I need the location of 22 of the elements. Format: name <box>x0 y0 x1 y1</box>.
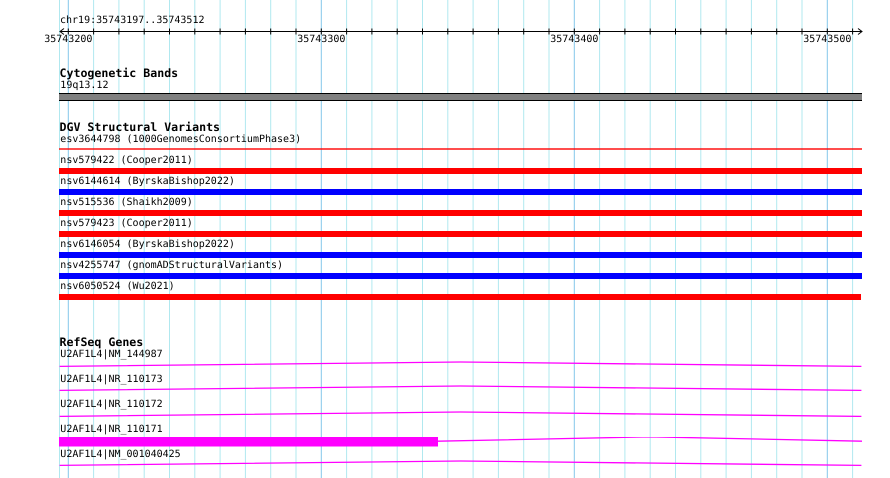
feature-label: nsv579423 (Cooper2011) <box>60 218 193 230</box>
track-title: Cytogenetic Bands <box>60 67 178 79</box>
feature-label: nsv6146054 (ByrskaBishop2022) <box>60 239 235 251</box>
feature-label: nsv579422 (Cooper2011) <box>60 155 193 168</box>
track-title: DGV Structural Variants <box>60 120 220 133</box>
feature-label: U2AF1L4|NR_110171 <box>60 424 163 436</box>
feature-label: nsv4255747 (gnomADStructuralVariants) <box>60 260 284 272</box>
feature-label: U2AF1L4|NR_110172 <box>60 398 163 411</box>
feature-label: nsv6144614 (ByrskaBishop2022) <box>60 176 235 188</box>
feature-label: U2AF1L4|NM_001040425 <box>60 448 181 461</box>
location-label: chr19:35743197..35743512 <box>60 14 204 27</box>
tick-label: 35743300 <box>297 34 346 46</box>
feature-label: U2AF1L4|NM_144987 <box>60 348 163 360</box>
feature-label: U2AF1L4|NR_110173 <box>60 374 163 386</box>
tick-label: 35743500 <box>803 34 852 46</box>
feature-label: nsv6050524 (Wu2021) <box>60 281 175 293</box>
track-title: RefSeq Genes <box>60 336 144 348</box>
tick-label: 35743400 <box>550 34 598 46</box>
feature-label: 19q13.12 <box>60 80 108 92</box>
feature-label: nsv515536 (Shaikh2009) <box>60 197 193 209</box>
feature-label: esv3644798 (1000GenomesConsortiumPhase3) <box>60 134 302 146</box>
tick-label: 35743200 <box>44 34 92 46</box>
